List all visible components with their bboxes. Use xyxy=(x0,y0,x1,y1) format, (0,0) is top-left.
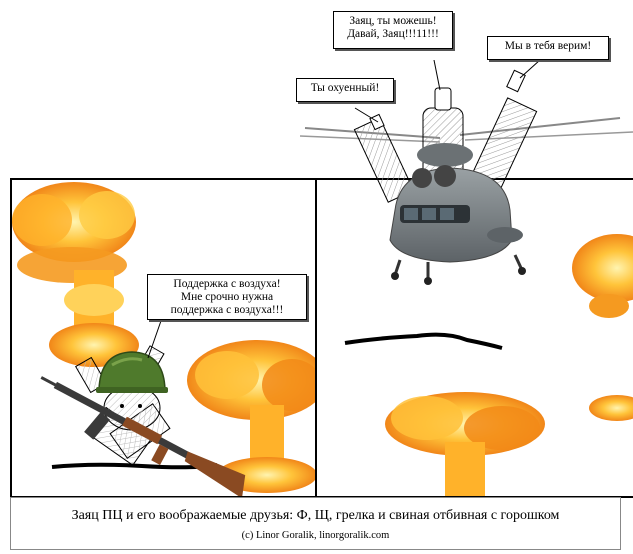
comic-credit: (c) Linor Goralik, linorgoralik.com xyxy=(241,530,390,541)
explosion-icon xyxy=(572,234,633,318)
helmet-icon xyxy=(96,351,168,393)
panel-left-art xyxy=(12,182,315,496)
explosion-icon xyxy=(385,392,545,496)
speech-bubble-you-can: Заяц, ты можешь! Давай, Заяц!!!11!!! xyxy=(333,11,453,49)
bubble-pointer xyxy=(147,318,163,359)
speech-bubble-we-believe: Мы в тебя верим! xyxy=(487,36,609,60)
helicopter-icon xyxy=(389,143,526,285)
comic-caption-title: Заяц ПЦ и его воображаемые друзья: Ф, Щ,… xyxy=(71,508,560,523)
explosion-icon xyxy=(589,395,633,421)
rifle-icon xyxy=(40,376,246,496)
explosion-icon xyxy=(12,182,139,367)
panel-right-art xyxy=(344,234,633,496)
helicopter-scene xyxy=(300,60,633,285)
caption-box: Заяц ПЦ и его воображаемые друзья: Ф, Щ,… xyxy=(10,497,621,550)
rotor-icon xyxy=(300,117,633,143)
comic-panel-left xyxy=(10,178,317,498)
speech-bubble-awesome: Ты охуенный! xyxy=(296,78,394,102)
speech-bubble-air-support: Поддержка с воздуха! Мне срочно нужна по… xyxy=(147,274,307,320)
